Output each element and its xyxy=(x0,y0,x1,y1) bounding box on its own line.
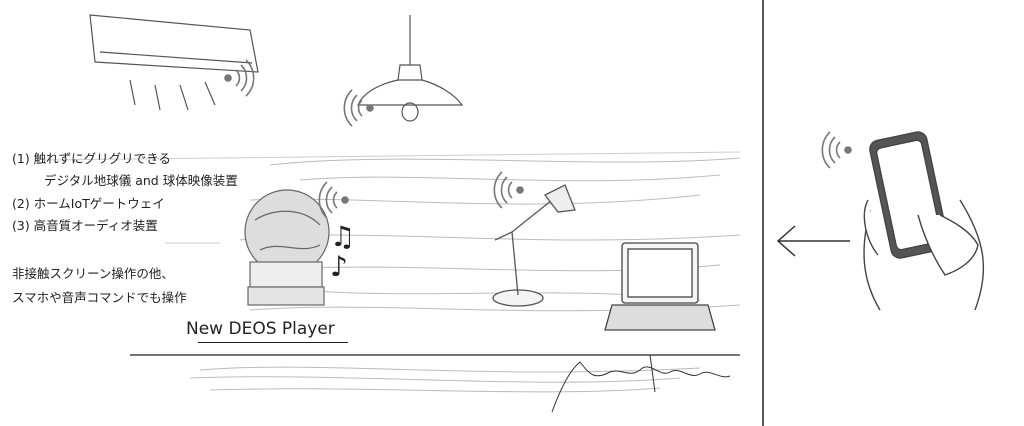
pendant-lamp-icon xyxy=(357,15,464,122)
arrow-left-icon xyxy=(776,225,850,257)
globe-device-icon xyxy=(244,189,330,306)
wifi-icons xyxy=(224,59,852,219)
product-name-underline xyxy=(198,342,348,343)
product-name: New DEOS Player xyxy=(186,319,335,339)
sketch-background xyxy=(44,151,741,393)
control-note-1: 非接触スクリーン操作の他、 xyxy=(12,266,174,281)
feature-1: (1) 触れずにグリグリできる xyxy=(12,151,171,166)
feature-3: (3) 高音質オーディオ装置 xyxy=(12,218,158,233)
feature-1-detail: デジタル地球儀 and 球体映像装置 xyxy=(44,173,238,188)
desk-lamp-icon xyxy=(492,184,576,307)
laptop-icon xyxy=(604,242,716,331)
signature xyxy=(551,354,731,413)
music-notes-icon: ♫ ♪ xyxy=(330,220,356,283)
control-note-2: スマホや音声コマンドでも操作 xyxy=(12,290,187,305)
smartphone-hand-icon xyxy=(863,131,985,311)
feature-2: (2) ホームIoTゲートウェイ xyxy=(12,196,165,211)
air-conditioner-icon xyxy=(89,14,259,111)
